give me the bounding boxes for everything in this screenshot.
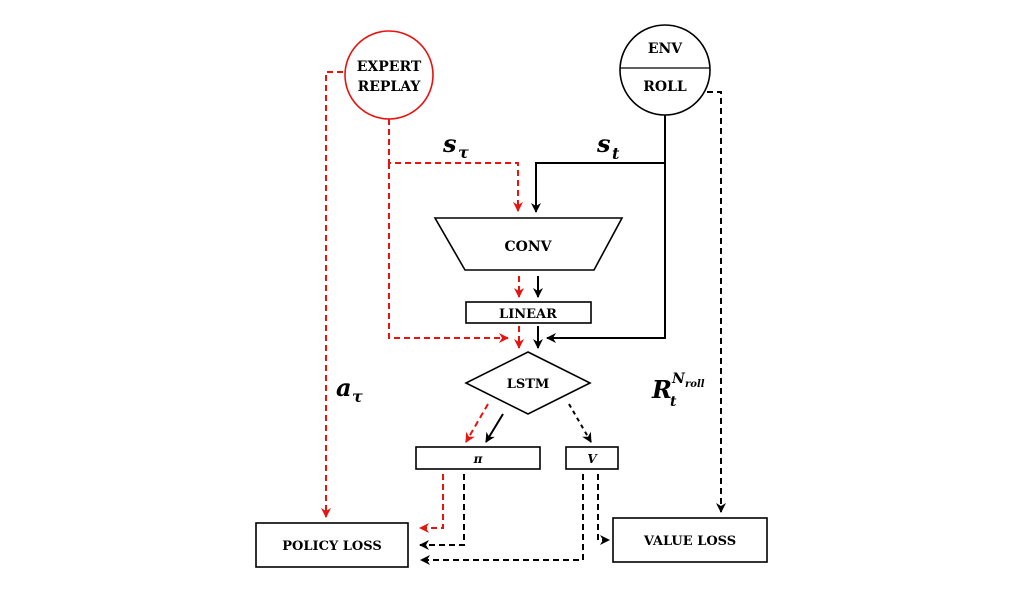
expert-replay-node: EXPERT REPLAY xyxy=(344,30,434,120)
value-loss-node: VALUE LOSS xyxy=(612,517,768,563)
rollout-state-edges xyxy=(485,115,666,443)
value-head-node: V xyxy=(565,446,619,470)
roll-label: ROLL xyxy=(643,79,687,95)
env-roll-node: ENV ROLL xyxy=(619,24,711,116)
value-head-label: V xyxy=(587,452,598,466)
return-sup-sub: roll xyxy=(685,379,705,390)
value-loss-label: VALUE LOSS xyxy=(643,534,736,549)
s-t-base: s xyxy=(596,129,611,158)
s-t-label: s t xyxy=(596,129,620,163)
a-tau-sub: τ xyxy=(352,387,363,406)
expert-edges xyxy=(321,71,524,533)
lstm-label: LSTM xyxy=(507,377,550,392)
lstm-node: LSTM xyxy=(464,351,592,415)
s-tau-base: s xyxy=(442,129,457,158)
a-tau-label: a τ xyxy=(336,373,363,406)
conv-node: CONV xyxy=(433,217,624,271)
linear-label: LINEAR xyxy=(499,307,557,322)
linear-node: LINEAR xyxy=(465,301,592,324)
env-label: ENV xyxy=(648,41,683,57)
s-tau-sub: τ xyxy=(458,143,469,162)
loss-edges xyxy=(419,91,726,565)
policy-head-label: π xyxy=(473,452,483,466)
s-tau-label: s τ xyxy=(442,129,469,162)
policy-head-node: π xyxy=(415,446,541,470)
return-label: R t N roll xyxy=(651,371,705,410)
policy-loss-node: POLICY LOSS xyxy=(255,522,409,568)
s-t-sub: t xyxy=(612,144,620,163)
policy-loss-label: POLICY LOSS xyxy=(282,539,381,554)
return-sub: t xyxy=(670,394,677,410)
a-tau-base: a xyxy=(336,373,352,402)
conv-label: CONV xyxy=(505,239,553,255)
return-sup: N xyxy=(671,371,686,387)
expert-replay-label-2: REPLAY xyxy=(358,79,422,95)
return-base: R xyxy=(651,375,672,404)
expert-replay-label-1: EXPERT xyxy=(357,59,422,75)
